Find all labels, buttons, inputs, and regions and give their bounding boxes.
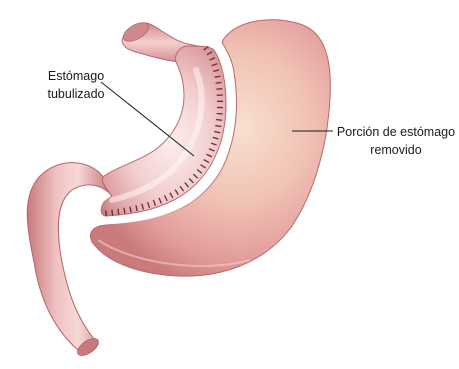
staple-mark xyxy=(118,209,119,215)
staple-mark xyxy=(216,82,222,83)
staple-mark xyxy=(216,89,222,90)
label-sleeve-line2: tubulizado xyxy=(48,87,105,101)
label-sleeve-line1: Estómago xyxy=(48,69,104,83)
label-removed-line2: removido xyxy=(370,143,421,157)
staple-mark xyxy=(112,210,113,216)
staple-mark xyxy=(216,120,222,121)
staple-mark xyxy=(106,210,107,216)
duodenum xyxy=(27,163,112,359)
label-removed-line1: Porción de estómago xyxy=(337,125,455,139)
